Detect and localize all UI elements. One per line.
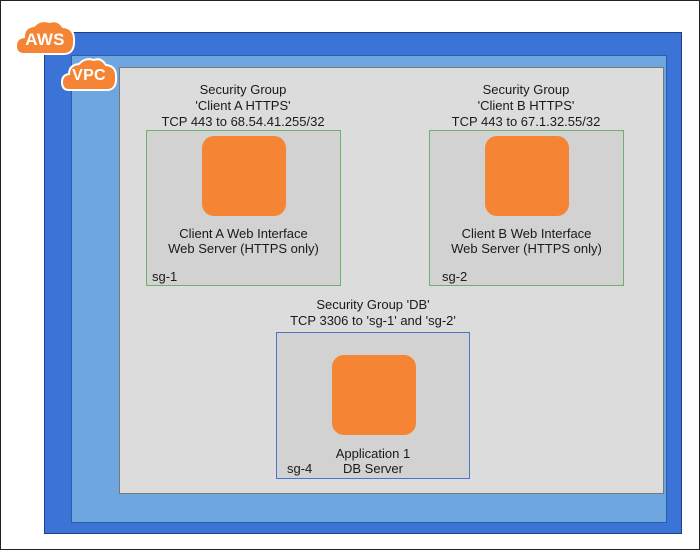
sg-b-id: sg-2	[442, 269, 468, 284]
sg-db-caption: Security Group 'DB' TCP 3306 to 'sg-1' a…	[276, 297, 470, 329]
sg-a-server-line2: Web Server (HTTPS only)	[168, 241, 319, 256]
security-group-b: Client B Web Interface Web Server (HTTPS…	[429, 130, 624, 286]
sg-b-caption: Security Group 'Client B HTTPS' TCP 443 …	[429, 82, 623, 130]
sg-a-server-line1: Client A Web Interface	[179, 226, 308, 241]
sg-db-id: sg-4	[287, 461, 313, 476]
security-group-db: Application 1 DB Server sg-4	[276, 332, 470, 479]
server-icon	[202, 136, 286, 222]
aws-cloud-icon: AWS	[14, 18, 76, 56]
sg-b-title: Security Group	[482, 82, 570, 97]
sg-a-title: Security Group	[199, 82, 287, 97]
server-icon	[485, 136, 569, 222]
sg-db-server-caption: Application 1 DB Server	[277, 446, 469, 476]
vpc-cloud-icon: VPC	[60, 56, 118, 92]
sg-a-name: 'Client A HTTPS'	[195, 98, 291, 113]
sg-a-id: sg-1	[152, 269, 178, 284]
sg-db-server-line1: Application 1	[335, 446, 411, 461]
sg-b-server-line2: Web Server (HTTPS only)	[451, 241, 602, 256]
sg-a-caption: Security Group 'Client A HTTPS' TCP 443 …	[146, 82, 340, 130]
sg-a-server-caption: Client A Web Interface Web Server (HTTPS…	[147, 226, 340, 256]
sg-b-name: 'Client B HTTPS'	[477, 98, 575, 113]
sg-b-server-line1: Client B Web Interface	[461, 226, 592, 241]
sg-db-title: Security Group 'DB'	[316, 297, 430, 312]
sg-db-rule: TCP 3306 to 'sg-1' and 'sg-2'	[290, 313, 456, 328]
sg-b-rule: TCP 443 to 67.1.32.55/32	[451, 114, 601, 129]
vpc-label: VPC	[72, 67, 106, 84]
aws-label: AWS	[25, 30, 65, 49]
security-group-a: Client A Web Interface Web Server (HTTPS…	[146, 130, 341, 286]
sg-db-server-line2: DB Server	[343, 461, 403, 476]
server-icon	[332, 355, 416, 441]
sg-b-server-caption: Client B Web Interface Web Server (HTTPS…	[430, 226, 623, 256]
sg-a-rule: TCP 443 to 68.54.41.255/32	[161, 114, 325, 129]
